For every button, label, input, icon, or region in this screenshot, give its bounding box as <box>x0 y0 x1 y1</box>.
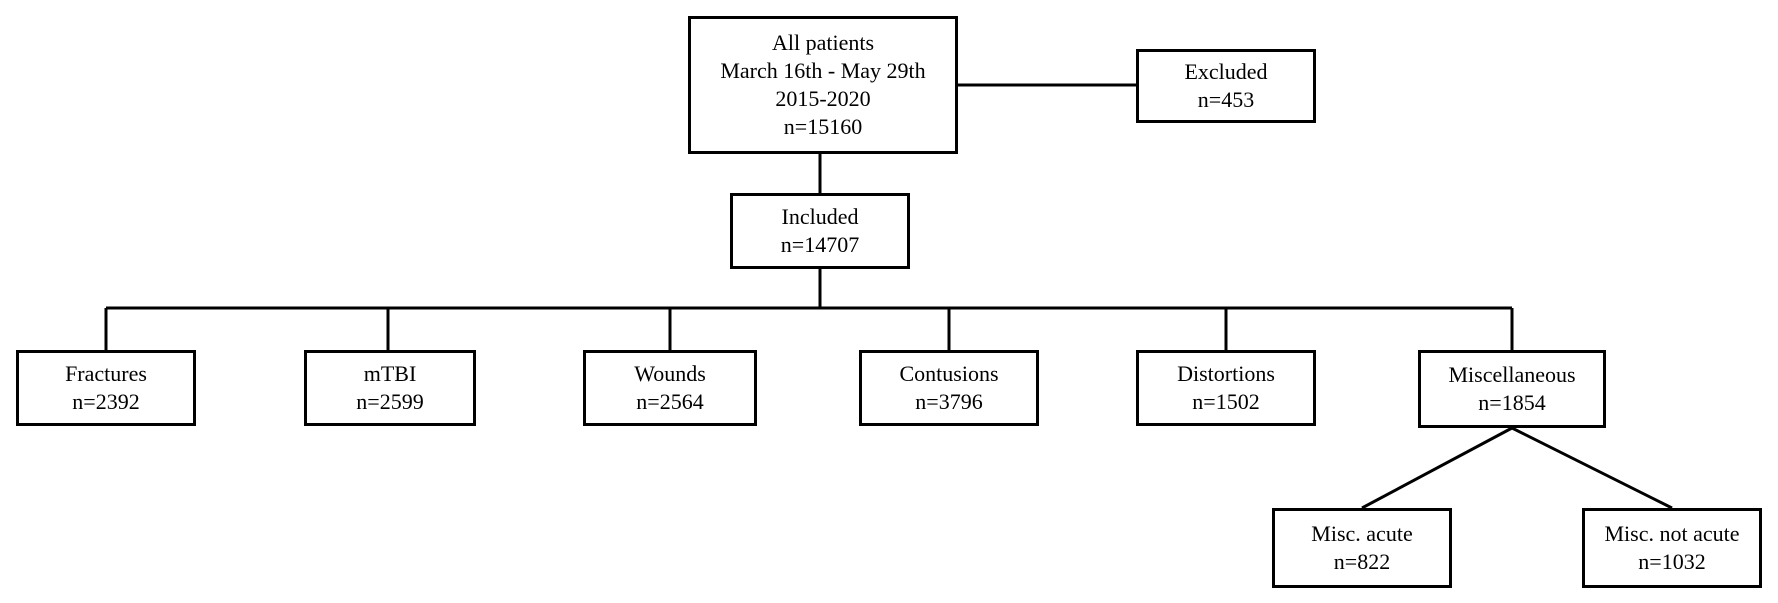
node-all-patients: All patients March 16th - May 29th 2015-… <box>688 16 958 154</box>
node-included-count: n=14707 <box>780 232 860 257</box>
node-contusions: Contusions n=3796 <box>859 350 1039 426</box>
node-miscellaneous: Miscellaneous n=1854 <box>1418 350 1606 428</box>
node-mtbi-count: n=2599 <box>356 389 424 414</box>
node-misc-not-acute-count: n=1032 <box>1638 549 1706 574</box>
edge-misc-acute <box>1361 426 1513 510</box>
node-misc-not-acute-label: Misc. not acute <box>1604 521 1740 546</box>
node-miscellaneous-count: n=1854 <box>1478 390 1546 415</box>
node-excluded-count: n=453 <box>1197 87 1255 112</box>
node-all-patients-date-range: March 16th - May 29th <box>720 58 926 83</box>
edge-misc-not-acute <box>1511 426 1673 510</box>
node-misc-acute-count: n=822 <box>1333 549 1391 574</box>
node-all-patients-title: All patients <box>771 30 875 55</box>
node-all-patients-count: n=15160 <box>783 114 863 139</box>
node-excluded: Excluded n=453 <box>1136 49 1316 123</box>
node-miscellaneous-label: Miscellaneous <box>1448 362 1576 387</box>
node-distortions-label: Distortions <box>1177 361 1275 386</box>
node-wounds-label: Wounds <box>634 361 706 386</box>
node-misc-acute: Misc. acute n=822 <box>1272 508 1452 588</box>
node-wounds: Wounds n=2564 <box>583 350 757 426</box>
node-distortions-count: n=1502 <box>1192 389 1260 414</box>
node-wounds-count: n=2564 <box>636 389 704 414</box>
node-misc-not-acute: Misc. not acute n=1032 <box>1582 508 1762 588</box>
node-fractures: Fractures n=2392 <box>16 350 196 426</box>
node-fractures-label: Fractures <box>65 361 147 386</box>
node-included: Included n=14707 <box>730 193 910 269</box>
node-mtbi: mTBI n=2599 <box>304 350 476 426</box>
node-fractures-count: n=2392 <box>72 389 140 414</box>
node-excluded-label: Excluded <box>1184 59 1268 84</box>
node-mtbi-label: mTBI <box>363 361 417 386</box>
node-included-label: Included <box>781 204 859 229</box>
node-misc-acute-label: Misc. acute <box>1311 521 1413 546</box>
node-contusions-count: n=3796 <box>915 389 983 414</box>
node-distortions: Distortions n=1502 <box>1136 350 1316 426</box>
node-all-patients-years: 2015-2020 <box>775 86 871 111</box>
node-contusions-label: Contusions <box>899 361 999 386</box>
